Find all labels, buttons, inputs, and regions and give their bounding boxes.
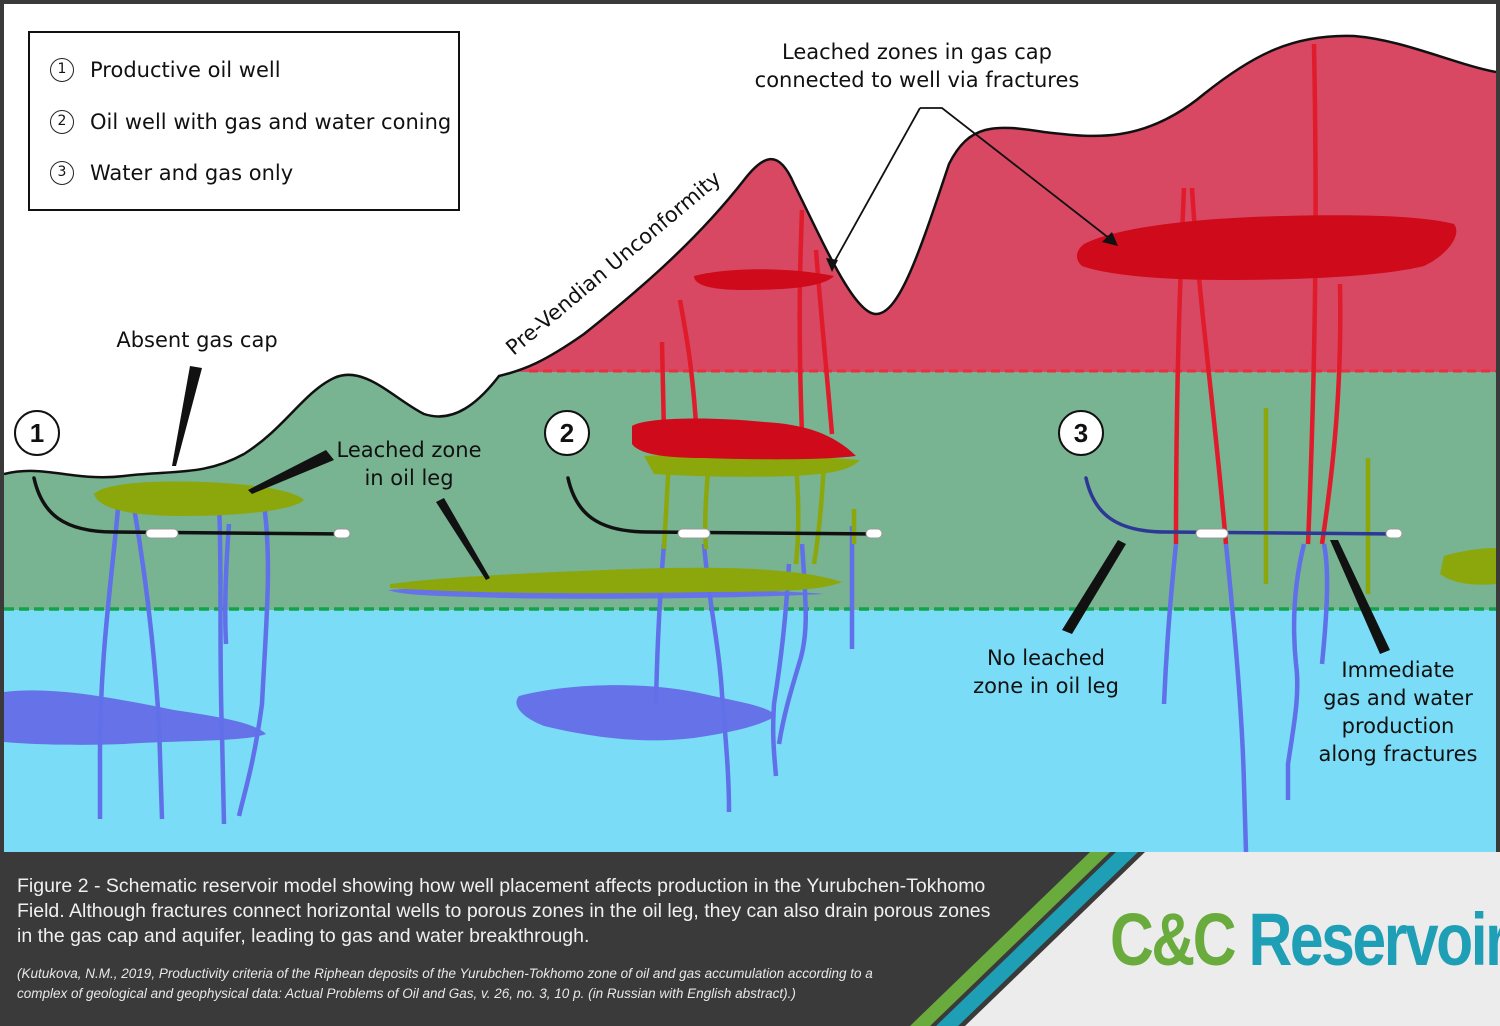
leached-oil-line-1: Leached zone: [336, 438, 482, 462]
legend-item-2: 2 Oil well with gas and water coning: [50, 107, 451, 137]
no-leached-line-2: zone in oil leg: [973, 674, 1119, 698]
oil-leg-zone: [4, 370, 1496, 610]
well-3-marker: 3: [1058, 410, 1104, 456]
gas-cap-leached-label: Leached zones in gas cap connected to we…: [742, 38, 1092, 94]
gas-cap-leached-line-2: connected to well via fractures: [754, 68, 1080, 92]
reservoir-diagram: Leached zones in gas cap connected to we…: [4, 4, 1496, 852]
leached-zone-gas-3: [1076, 215, 1457, 280]
leached-zone-oil-3: [644, 453, 860, 477]
unconformity-surface: [4, 34, 1496, 479]
absent-gas-cap-label: Absent gas cap: [116, 328, 278, 352]
leached-zone-gas-2: [632, 418, 856, 460]
well-3: [1084, 476, 1403, 539]
well-1-marker: 1: [14, 410, 60, 456]
reservoir-cross-section: [4, 34, 1496, 852]
legend-label-3: Water and gas only: [90, 161, 294, 185]
caption-footer: Figure 2 - Schematic reservoir model sho…: [0, 852, 1500, 1026]
water-fractures: [97, 495, 1330, 852]
well-1: [32, 476, 351, 539]
leached-zone-gas-1: [694, 269, 834, 290]
immediate-line-1: Immediate: [1341, 658, 1455, 682]
aquifer-porous-zone-2: [516, 685, 776, 741]
legend-number-1: 1: [50, 58, 74, 82]
legend: 1 Productive oil well 2 Oil well with ga…: [28, 31, 460, 211]
legend-item-3: 3 Water and gas only: [50, 158, 293, 188]
figure-caption: Figure 2 - Schematic reservoir model sho…: [17, 875, 991, 947]
legend-number-2: 2: [50, 110, 74, 134]
immediate-production-label: Immediate gas and water production along…: [1310, 656, 1486, 768]
legend-number-3: 3: [50, 161, 74, 185]
logo-reservoirs: Reservoirs: [1248, 898, 1500, 981]
immediate-line-2: gas and water: [1323, 686, 1473, 710]
well-2-marker: 2: [544, 410, 590, 456]
leached-oil-label: Leached zone in oil leg: [334, 436, 484, 492]
legend-label-2: Oil well with gas and water coning: [90, 110, 452, 134]
brand-logo: C&C Reservoirs: [1110, 892, 1500, 987]
immediate-line-3: production: [1341, 714, 1455, 738]
immediate-line-4: along fractures: [1318, 742, 1478, 766]
figure-citation: (Kutukova, N.M., 2019, Productivity crit…: [17, 966, 873, 1001]
gas-cap-leached-line-1: Leached zones in gas cap: [782, 40, 1052, 64]
aquifer-porous-zone-1: [4, 690, 266, 745]
annotation-leaders: [172, 107, 1390, 654]
logo-cc: C&C: [1110, 898, 1237, 981]
leached-zone-oil-4: [1440, 548, 1496, 585]
footer-background: [0, 852, 1500, 1026]
no-leached-line-1: No leached: [987, 646, 1105, 670]
leached-oil-line-2: in oil leg: [364, 466, 454, 490]
well-2: [566, 476, 883, 539]
no-leached-label: No leached zone in oil leg: [966, 644, 1126, 700]
legend-label-1: Productive oil well: [90, 58, 281, 82]
leached-zone-oil-2: [390, 567, 842, 594]
legend-item-1: 1 Productive oil well: [50, 55, 281, 85]
